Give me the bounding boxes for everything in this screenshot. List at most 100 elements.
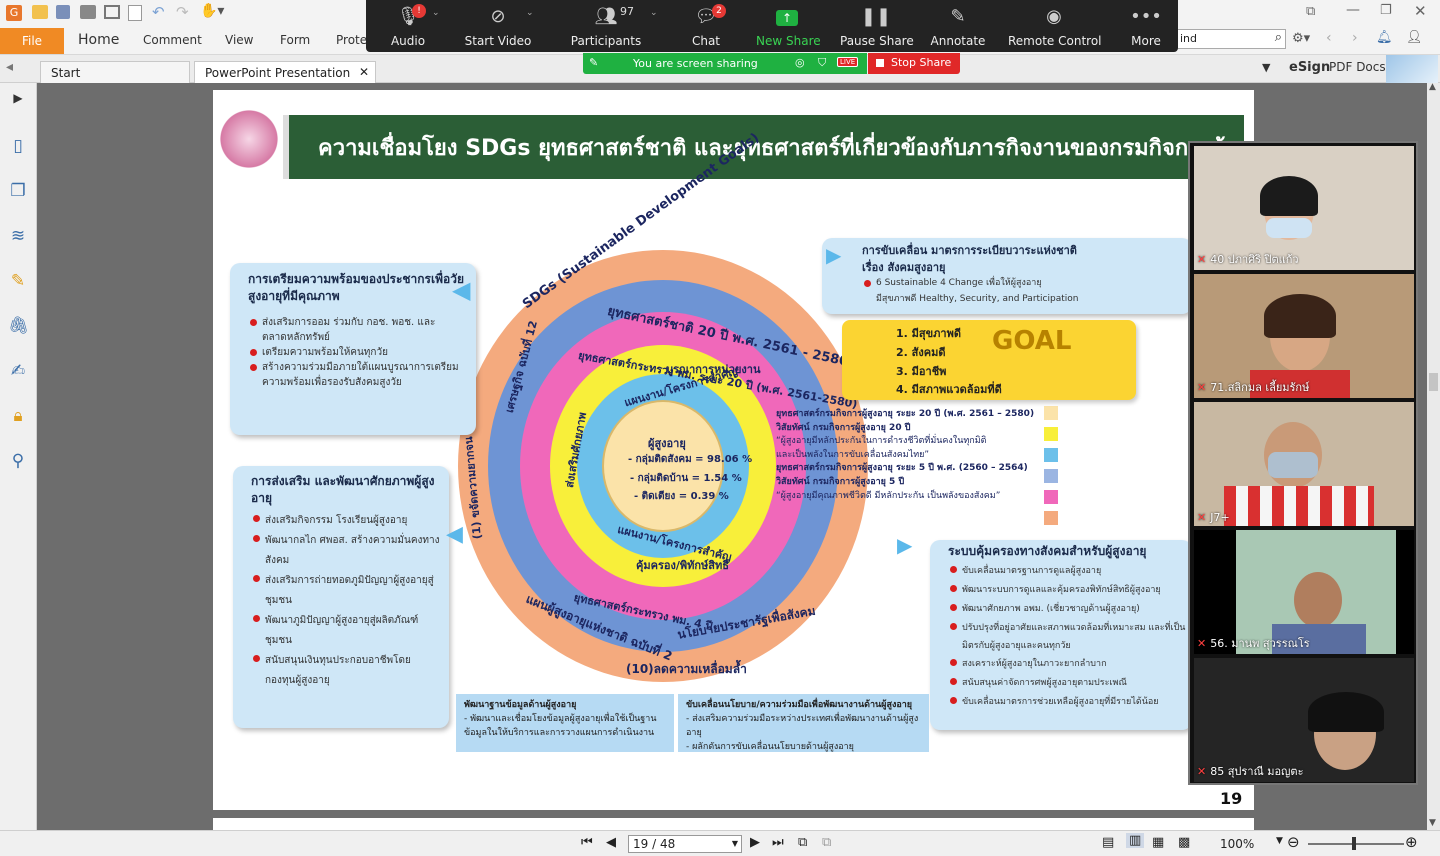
compare-icon[interactable]: ⧉ — [822, 835, 832, 850]
annotate-button[interactable]: ✎Annotate — [928, 0, 988, 52]
mouse-icon: ◉ — [1046, 6, 1062, 27]
thumbnails-icon[interactable]: ❐ — [10, 181, 26, 201]
back-icon[interactable]: ‹ — [1326, 30, 1332, 46]
continuous-facing-view-icon[interactable]: ▩ — [1178, 835, 1191, 850]
video-tile[interactable]: ✕J7+ — [1194, 402, 1414, 526]
share-pin-icon[interactable]: ✎ — [589, 56, 599, 69]
video-tile[interactable]: ✕85 สุปราณี มอญตะ — [1194, 658, 1414, 782]
pause-share-button[interactable]: ❚❚Pause Share — [840, 0, 914, 52]
first-page-icon[interactable]: ⏮ — [581, 835, 593, 850]
center-item-3: - ติดเตียง = 0.39 % — [634, 491, 729, 502]
settings-icon[interactable]: ⚙▾ — [1292, 31, 1311, 46]
zoom-slider[interactable] — [1308, 843, 1404, 845]
close-window-icon[interactable]: ✕ — [1414, 2, 1427, 20]
tab-powerpoint-presentation[interactable]: PowerPoint Presentation✕ — [194, 61, 376, 83]
last-page-icon[interactable]: ⏭ — [772, 835, 784, 850]
tabs-dropdown-icon[interactable]: ▼ — [1262, 61, 1271, 74]
stop-share-button[interactable]: Stop Share — [868, 53, 960, 74]
tab-protect[interactable]: Prote — [336, 33, 368, 47]
scan-icon[interactable] — [104, 5, 120, 19]
ring-center-elderly — [602, 400, 724, 532]
scroll-down-icon[interactable]: ▼ — [1429, 818, 1436, 828]
video-gallery[interactable]: ✕40 ปภาศิริ ปิตแก้ว ✕71.สลิกมล เลี้ยมรัก… — [1188, 141, 1418, 785]
new-icon[interactable] — [128, 5, 142, 21]
audio-options-icon[interactable]: ⌄ — [432, 8, 440, 18]
scroll-up-icon[interactable]: ▲ — [1429, 82, 1436, 92]
nav-toggle-icon[interactable]: ◂ — [6, 59, 14, 75]
box-social-protection-item: พัฒนาศักยภาพ อพม. (เชี่ยวชาญด้านผู้สูงอา… — [948, 600, 1186, 619]
redo-icon[interactable]: ↷ — [176, 3, 189, 21]
signatures-icon[interactable]: ✍︎ — [10, 361, 26, 381]
forward-icon[interactable]: › — [1352, 30, 1358, 46]
page-number-input[interactable]: 19 / 48 ▼ — [628, 835, 742, 853]
copy-page-icon[interactable]: ⧉ — [798, 835, 808, 850]
participant-shirt-icon — [1272, 624, 1366, 654]
zoom-out-icon[interactable]: ⊖ — [1287, 833, 1300, 851]
undo-icon[interactable]: ↶ — [152, 3, 165, 21]
tab-form[interactable]: Form — [280, 33, 311, 47]
muted-mic-icon: ✕ — [1197, 253, 1207, 266]
page-dropdown-icon[interactable]: ▼ — [731, 839, 738, 848]
video-tile[interactable]: ✕71.สลิกมล เลี้ยมรักษ์ — [1194, 274, 1414, 398]
participant-mask-icon — [1268, 452, 1318, 478]
open-icon[interactable] — [32, 5, 48, 19]
previous-page-icon[interactable]: ◀ — [606, 835, 616, 850]
continuous-view-icon[interactable]: ▥ — [1126, 833, 1145, 848]
lock-icon[interactable]: 🔒︎ — [13, 406, 23, 426]
zoom-slider-thumb[interactable] — [1352, 837, 1356, 850]
save-icon[interactable] — [56, 5, 70, 19]
chat-icon: 💬︎ — [694, 6, 718, 27]
box-promotion-item: ส่งเสริมการถ่ายทอดภูมิปัญญาผู้สูงอายุสู่… — [251, 571, 441, 611]
zoom-level[interactable]: 100% — [1220, 837, 1255, 851]
hand-tool-icon[interactable]: ✋▾ — [200, 3, 225, 19]
box-policy-item: - ส่งเสริมความร่วมมือระหว่างประเทศเพื่อพ… — [686, 714, 919, 738]
participants-options-icon[interactable]: ⌄ — [650, 8, 658, 18]
single-page-view-icon[interactable]: ▤ — [1102, 835, 1115, 850]
user-security-icon[interactable]: ⚲ — [11, 451, 25, 471]
participant-name: ✕56. มานพ สุวรรณโร — [1197, 634, 1310, 652]
expand-panel-icon[interactable]: ▶ — [13, 91, 23, 105]
new-share-button[interactable]: ↑New Share — [756, 0, 821, 52]
remote-control-button[interactable]: ◉Remote Control — [1008, 0, 1102, 52]
participant-name: ✕J7+ — [1197, 511, 1230, 524]
tab-start[interactable]: Start — [40, 61, 190, 83]
box-database: พัฒนาฐานข้อมูลด้านผู้สูงอายุ - พัฒนาและเ… — [456, 694, 674, 752]
shield-icon: ⛉ — [818, 56, 827, 69]
audio-button[interactable]: 🎙︎!Audio⌄ — [382, 0, 440, 52]
search-input[interactable]: ind ⌕ — [1176, 29, 1286, 49]
video-tile[interactable]: ✕40 ปภาศิริ ปิตแก้ว — [1194, 146, 1414, 270]
participant-face-icon — [1294, 572, 1342, 628]
pages-icon[interactable]: ▯ — [13, 136, 23, 156]
next-page-icon[interactable]: ▶ — [750, 835, 760, 850]
zoom-in-icon[interactable]: ⊕ — [1405, 833, 1418, 851]
attachments-icon[interactable]: 🖇︎ — [8, 316, 30, 336]
participants-icon: 👥︎ — [594, 6, 618, 27]
more-button[interactable]: •••More — [1122, 0, 1170, 52]
tab-file[interactable]: File — [0, 28, 64, 54]
video-tile[interactable]: ✕56. มานพ สุวรรณโร — [1194, 530, 1414, 654]
more-label: More — [1131, 34, 1161, 48]
restore-icon[interactable]: ❐ — [1380, 3, 1392, 18]
bell-icon[interactable]: 🔔︎ — [1376, 30, 1393, 45]
start-video-button[interactable]: ⊘Start Video⌄ — [462, 0, 534, 52]
tab-view[interactable]: View — [225, 33, 254, 47]
window-layout-icon[interactable]: ⧉ — [1306, 4, 1316, 19]
search-icon[interactable]: ⌕ — [1274, 30, 1282, 45]
close-tab-icon[interactable]: ✕ — [358, 65, 369, 79]
facing-view-icon[interactable]: ▦ — [1152, 835, 1165, 850]
account-icon[interactable]: 👤︎ — [1406, 30, 1423, 45]
layers-icon[interactable]: ≋ — [10, 226, 26, 246]
minimize-icon[interactable]: — — [1346, 2, 1360, 18]
scroll-thumb[interactable] — [1429, 373, 1438, 391]
zoom-dropdown-icon[interactable]: ▼ — [1276, 836, 1283, 846]
tab-home[interactable]: Home — [78, 32, 120, 48]
print-icon[interactable] — [80, 5, 96, 19]
tab-comment[interactable]: Comment — [143, 33, 202, 47]
box-promotion-item: พัฒนากลไก ศพอส. สร้างความมั่นคงทางสังคม — [251, 531, 441, 571]
comments-icon[interactable]: ✎ — [10, 271, 26, 291]
vertical-scrollbar[interactable]: ▲ ▼ — [1427, 82, 1440, 830]
video-options-icon[interactable]: ⌄ — [526, 8, 534, 18]
box-promotion-item: ส่งเสริมกิจกรรม โรงเรียนผู้สูงอายุ — [251, 511, 441, 531]
